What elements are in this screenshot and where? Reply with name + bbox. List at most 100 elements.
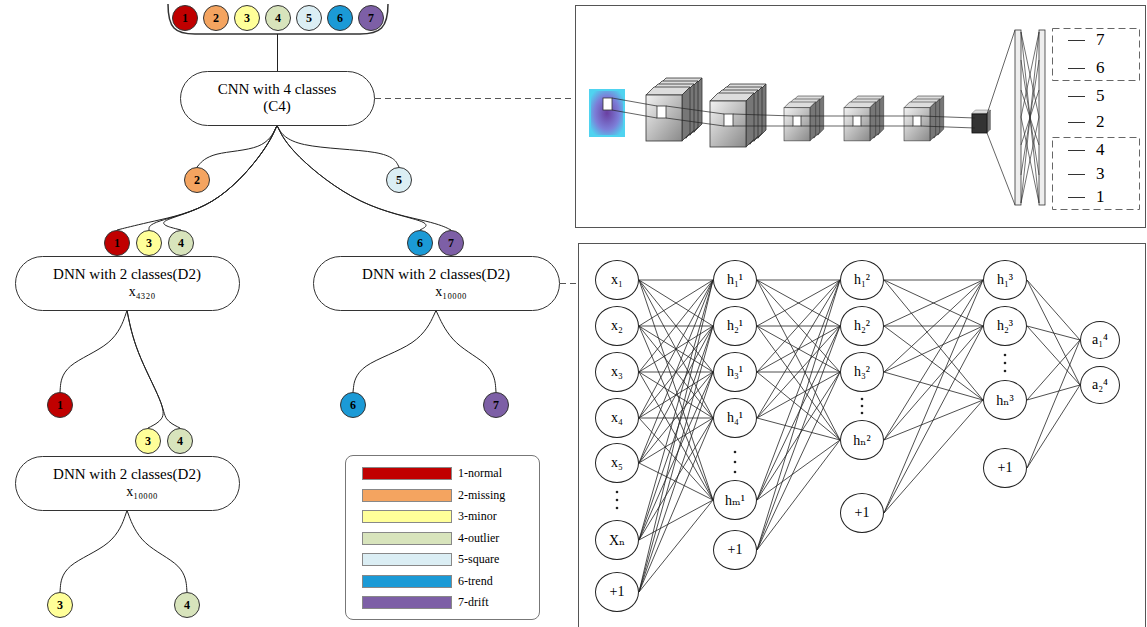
class-circle: 3 bbox=[47, 592, 73, 618]
connector bbox=[884, 326, 983, 513]
node-label: a₂⁴ bbox=[1092, 377, 1108, 393]
cnn-illustration bbox=[590, 29, 1140, 210]
neuron-node: h₂² bbox=[840, 306, 884, 346]
connector bbox=[884, 280, 983, 326]
connector bbox=[353, 311, 436, 393]
connector bbox=[884, 326, 983, 400]
class-circle: 6 bbox=[327, 5, 353, 31]
neuron-node: a₂⁴ bbox=[1080, 366, 1120, 404]
legend-swatch bbox=[362, 596, 452, 609]
node-label: x₅ bbox=[611, 455, 623, 471]
node-label: 2 bbox=[213, 11, 219, 26]
legend-row: 5-square bbox=[346, 552, 539, 568]
connector bbox=[884, 280, 983, 281]
illustration-part bbox=[616, 499, 619, 502]
neuron-node: h₁¹ bbox=[713, 260, 757, 300]
connector bbox=[436, 311, 496, 393]
neuron-node: hₙ³ bbox=[983, 380, 1027, 420]
kernel bbox=[603, 98, 612, 110]
connector bbox=[197, 126, 277, 168]
connector bbox=[639, 500, 713, 592]
node-label: 4 bbox=[184, 598, 190, 613]
illustration-part bbox=[1004, 370, 1007, 373]
legend-swatch bbox=[362, 532, 452, 545]
fc-layer bbox=[1015, 30, 1021, 205]
connector bbox=[60, 511, 127, 593]
neuron-node: h₁² bbox=[840, 260, 884, 300]
connector bbox=[1027, 340, 1080, 468]
node-label: 4 bbox=[177, 434, 183, 449]
connector bbox=[757, 326, 840, 500]
connector bbox=[757, 440, 840, 550]
node-label: 7 bbox=[448, 236, 454, 251]
class-circle: 3 bbox=[234, 5, 260, 31]
node-label: 7 bbox=[493, 398, 499, 413]
class-circle: 7 bbox=[358, 5, 384, 31]
neuron-node: h₁³ bbox=[983, 260, 1027, 300]
connector bbox=[277, 126, 399, 168]
class-circle: 1 bbox=[104, 230, 130, 256]
illustration-part bbox=[861, 405, 864, 408]
connector bbox=[884, 326, 983, 372]
legend-swatch bbox=[362, 467, 452, 480]
output-ticks bbox=[1068, 41, 1085, 198]
conv-map bbox=[710, 93, 754, 147]
node-label: 6 bbox=[337, 11, 343, 26]
class-circle: 4 bbox=[168, 230, 194, 256]
network-box: DNN with 2 classes(D2)x₁₀₀₀₀ bbox=[15, 456, 240, 511]
legend-box: 1-normal 2-missing 3-minor 4-outlier 5-squar… bbox=[345, 455, 540, 620]
node-label: x₁ bbox=[611, 272, 623, 288]
connector bbox=[757, 280, 840, 372]
connector bbox=[884, 280, 983, 440]
connector bbox=[884, 280, 983, 513]
connector bbox=[1027, 280, 1080, 340]
neuron-node: x₂ bbox=[595, 306, 639, 346]
class-number: 6 bbox=[1096, 58, 1105, 78]
node-label: h₁¹ bbox=[727, 272, 743, 288]
neuron-node: +1 bbox=[595, 572, 639, 612]
legend-text: 4-outlier bbox=[458, 531, 499, 546]
connector bbox=[277, 126, 426, 231]
class-circle: 7 bbox=[438, 230, 464, 256]
neuron-node: x₃ bbox=[595, 352, 639, 392]
illustration-part bbox=[1004, 354, 1007, 357]
dashed-group bbox=[1053, 138, 1140, 210]
dashed-group bbox=[1053, 29, 1140, 81]
neuron-node: +1 bbox=[713, 530, 757, 570]
node-label: +1 bbox=[610, 584, 625, 600]
pool-map bbox=[972, 114, 987, 133]
kernel bbox=[913, 116, 921, 126]
connector bbox=[639, 280, 713, 540]
node-label: a₁⁴ bbox=[1092, 332, 1108, 348]
network-box: DNN with 2 classes(D2)x₁₀₀₀₀ bbox=[313, 256, 560, 311]
legend-row: 7-drift bbox=[346, 595, 539, 611]
cnn-panel bbox=[576, 6, 1146, 228]
illustration-part bbox=[734, 461, 737, 464]
legend-swatch bbox=[362, 575, 452, 588]
connector bbox=[639, 280, 713, 592]
connector bbox=[639, 326, 713, 500]
illustration-part bbox=[1021, 32, 1039, 203]
legend-swatch bbox=[362, 510, 452, 523]
connector bbox=[639, 326, 713, 463]
class-number: 3 bbox=[1096, 164, 1105, 184]
kernel bbox=[793, 116, 801, 126]
node-label: h₁³ bbox=[997, 272, 1013, 288]
connector bbox=[884, 280, 983, 326]
connector bbox=[757, 372, 840, 500]
dnn-panel bbox=[579, 244, 1146, 627]
fc-layer bbox=[1039, 30, 1045, 205]
connector bbox=[757, 280, 840, 326]
conv-map bbox=[904, 102, 936, 141]
connector bbox=[149, 126, 277, 231]
class-number: 2 bbox=[1096, 112, 1105, 132]
connector bbox=[884, 400, 983, 513]
connector bbox=[639, 418, 713, 592]
legend-row: 3-minor bbox=[346, 509, 539, 525]
neuron-node: x₄ bbox=[595, 398, 639, 438]
legend-row: 1-normal bbox=[346, 466, 539, 482]
legend-text: 2-missing bbox=[458, 488, 505, 503]
connector bbox=[1027, 326, 1080, 385]
connector bbox=[757, 440, 840, 500]
dashed-leader bbox=[375, 98, 575, 99]
